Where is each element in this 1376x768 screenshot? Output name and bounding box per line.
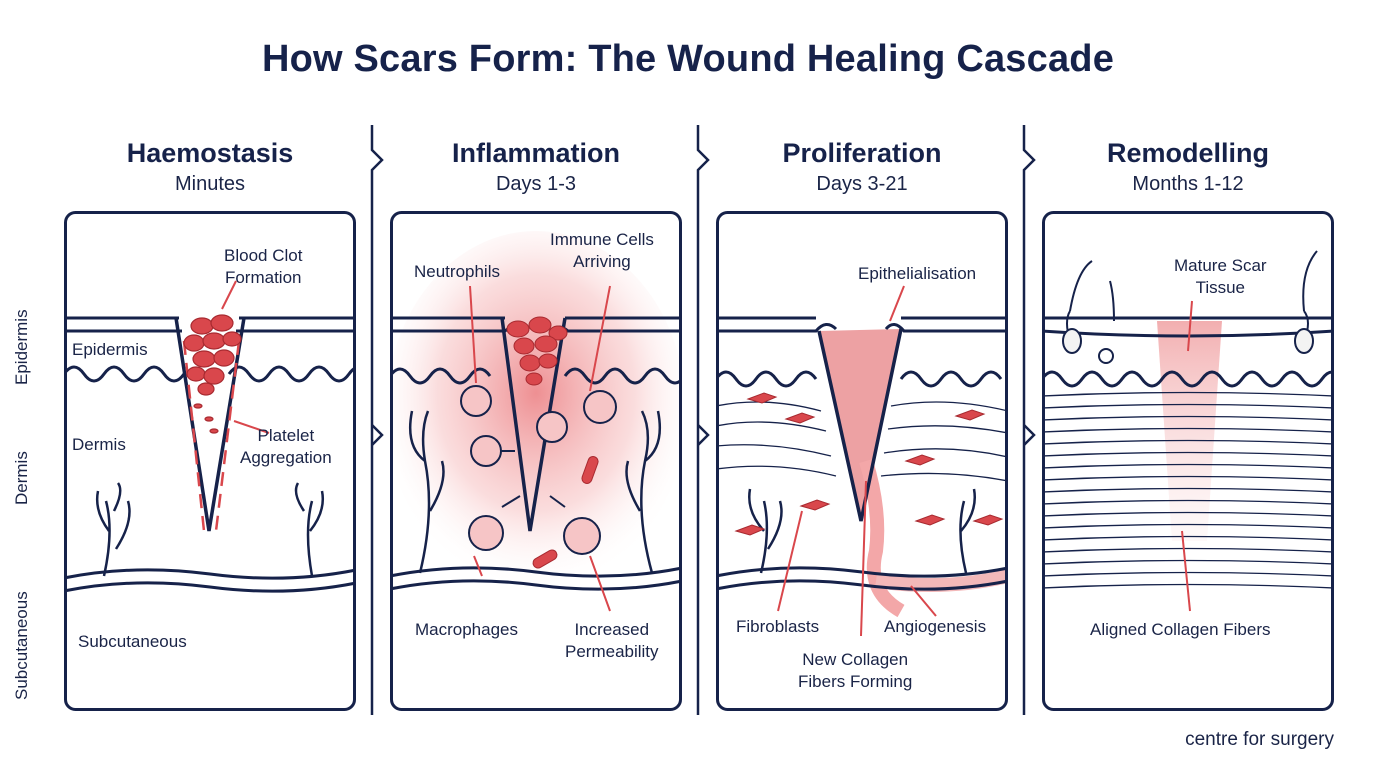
stage-name: Proliferation [782, 138, 942, 168]
stage-time: Minutes [174, 173, 246, 195]
aligned-collagen-fibers [1043, 391, 1333, 589]
label-fibroblasts: Fibroblasts [736, 617, 820, 636]
label-clot: Blood Clot Formation [224, 246, 303, 287]
label-macrophages: Macrophages [415, 620, 519, 639]
label-dermis: Dermis [72, 435, 126, 454]
clot-cells [506, 316, 599, 569]
label-angiogenesis: Angiogenesis [884, 617, 987, 636]
page-title: How Scars Form: The Wound Healing Cascad… [261, 38, 1115, 80]
panel-proliferation: Epithelialisation Fibroblasts Angiogenes… [716, 211, 1008, 711]
stage-name: Remodelling [1106, 138, 1269, 168]
label-aligned-collagen: Aligned Collagen Fibers [1090, 620, 1271, 639]
fibroblast-cells [734, 392, 1004, 536]
stage-divider [696, 125, 710, 715]
label-neutrophils: Neutrophils [414, 262, 500, 281]
stage-divider [370, 125, 384, 715]
label-permeability: Increased Permeability [565, 620, 659, 661]
label-mature-scar: Mature Scar Tissue [1174, 256, 1267, 297]
stage-time: Months 1-12 [1132, 173, 1244, 195]
haemostasis-illustration [65, 280, 355, 593]
stage-time: Days 3-21 [816, 173, 908, 195]
stage-name: Haemostasis [126, 138, 294, 168]
stage-time: Days 1-3 [495, 173, 577, 195]
label-subcutaneous: Subcutaneous [78, 632, 187, 651]
panel-remodelling: Mature Scar Tissue Aligned Collagen Fibe… [1042, 211, 1334, 711]
panel-haemostasis: Epidermis Dermis Subcutaneous Blood Clot… [64, 211, 356, 711]
stage-header-remodelling: Remodelling Months 1-12 [1042, 138, 1334, 196]
credit-text: centre for surgery [1185, 729, 1334, 750]
inflammation-illustration [391, 231, 681, 612]
label-immune-cells: Immune Cells Arriving [550, 230, 654, 271]
label-epithelialisation: Epithelialisation [858, 264, 977, 283]
panel-inflammation: Neutrophils Immune Cells Arriving Macrop… [390, 211, 682, 711]
stage-header-proliferation: Proliferation Days 3-21 [716, 138, 1008, 196]
stage-divider [1022, 125, 1036, 715]
remodelling-illustration [1043, 250, 1333, 612]
proliferation-illustration [717, 285, 1007, 637]
label-epidermis: Epidermis [72, 340, 148, 359]
label-new-collagen: New Collagen Fibers Forming [798, 650, 913, 691]
stage-name: Inflammation [451, 138, 620, 168]
stage-header-inflammation: Inflammation Days 1-3 [390, 138, 682, 196]
stage-header-haemostasis: Haemostasis Minutes [64, 138, 356, 196]
label-platelet: Platelet Aggregation [240, 426, 332, 467]
collagen-fibers [717, 401, 1007, 482]
clot-cells [183, 314, 242, 434]
